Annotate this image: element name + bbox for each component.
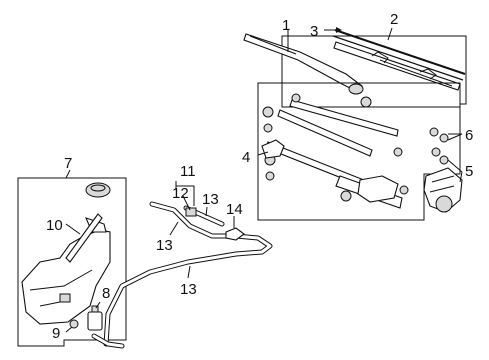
- callout-13-upper: 13: [202, 191, 219, 208]
- wiper-blade-group: [281, 29, 467, 108]
- linkage-rod-upper: [289, 99, 399, 137]
- wiper-motor: [423, 167, 463, 213]
- callout-8: 8: [102, 285, 110, 302]
- pivot-bushing-8: [340, 190, 352, 202]
- wiper-arm-group: [243, 33, 364, 95]
- washer-hose-pump-end-inner: [92, 334, 124, 348]
- callout-13-left: 13: [156, 237, 173, 254]
- wiper-arm: [243, 33, 363, 94]
- callout-7: 7: [64, 155, 72, 172]
- washer-pump: [87, 311, 103, 331]
- pivot-housing-right: [357, 175, 399, 203]
- callout-3: 3: [310, 23, 318, 40]
- washer-reservoir-group: [17, 169, 127, 347]
- hose-joint: [225, 227, 245, 241]
- reservoir-cap-top: [90, 184, 106, 192]
- callout-10: 10: [46, 217, 63, 234]
- reservoir-box-outline: [17, 177, 127, 347]
- leader-7: [65, 169, 71, 179]
- callout-5: 5: [465, 163, 473, 180]
- pivot-bushing-5: [393, 147, 403, 157]
- wiper-linkage-group: [257, 82, 461, 221]
- nut-6a: [429, 127, 439, 137]
- leader-12: [182, 195, 191, 211]
- grommet: [69, 319, 79, 329]
- callout-4: 4: [242, 149, 250, 166]
- bracket-11: [175, 181, 195, 206]
- pivot-bushing-2: [263, 123, 273, 133]
- pivot-housing-left: [261, 139, 285, 159]
- leader-8: [95, 301, 101, 309]
- wiper-motor-detail: [429, 175, 455, 193]
- leader-13c: [187, 265, 191, 279]
- linkage-rod-mid: [277, 109, 373, 157]
- washer-hose-branch-left-inner: [150, 202, 232, 238]
- wiper-motor-cap: [435, 195, 453, 213]
- leader-5: [447, 159, 463, 183]
- fill-tube: [65, 213, 103, 263]
- washer-reservoir-tank: [21, 229, 111, 325]
- wiper-motor-group: [423, 127, 463, 213]
- nut-5a: [431, 147, 441, 157]
- callout-14: 14: [226, 201, 243, 218]
- callout-2: 2: [390, 11, 398, 28]
- pivot-bushing-9: [399, 185, 409, 195]
- washer-pump-group: [87, 301, 103, 331]
- leader-6: [447, 133, 463, 141]
- washer-hose-group: [91, 181, 273, 349]
- nut-5b: [439, 155, 449, 165]
- pivot-bushing-3: [291, 93, 301, 103]
- wiper-blade-refill-edge: [332, 35, 464, 81]
- leader-3-arrow: [336, 27, 342, 33]
- washer-nozzle-left: [185, 207, 197, 217]
- leader-9: [65, 326, 73, 333]
- leader-13a: [205, 206, 208, 217]
- callout-11: 11: [180, 163, 196, 180]
- pivot-bushing-4: [360, 96, 372, 108]
- callout-13-lower: 13: [180, 281, 197, 298]
- wiper-blade-refill: [334, 29, 466, 75]
- reservoir-pump-mount: [59, 293, 71, 303]
- pivot-bushing-7: [265, 171, 275, 181]
- nut-6b: [439, 133, 449, 143]
- washer-hose-main-inner: [104, 234, 272, 346]
- leader-10: [65, 223, 81, 235]
- leader-4: [257, 151, 269, 156]
- linkage-box-outline: [257, 82, 461, 221]
- washer-pump-outlet: [91, 305, 99, 313]
- callout-9: 9: [52, 325, 60, 342]
- leader-2: [387, 27, 393, 41]
- pivot-bushing-1: [262, 106, 274, 118]
- blade-frame-detail: [371, 51, 453, 87]
- callout-1: 1: [282, 17, 290, 34]
- callout-12: 12: [172, 185, 189, 202]
- callout-6: 6: [465, 127, 473, 144]
- wiper-arm-pivot-cap: [348, 83, 364, 95]
- leader-13b: [169, 221, 179, 236]
